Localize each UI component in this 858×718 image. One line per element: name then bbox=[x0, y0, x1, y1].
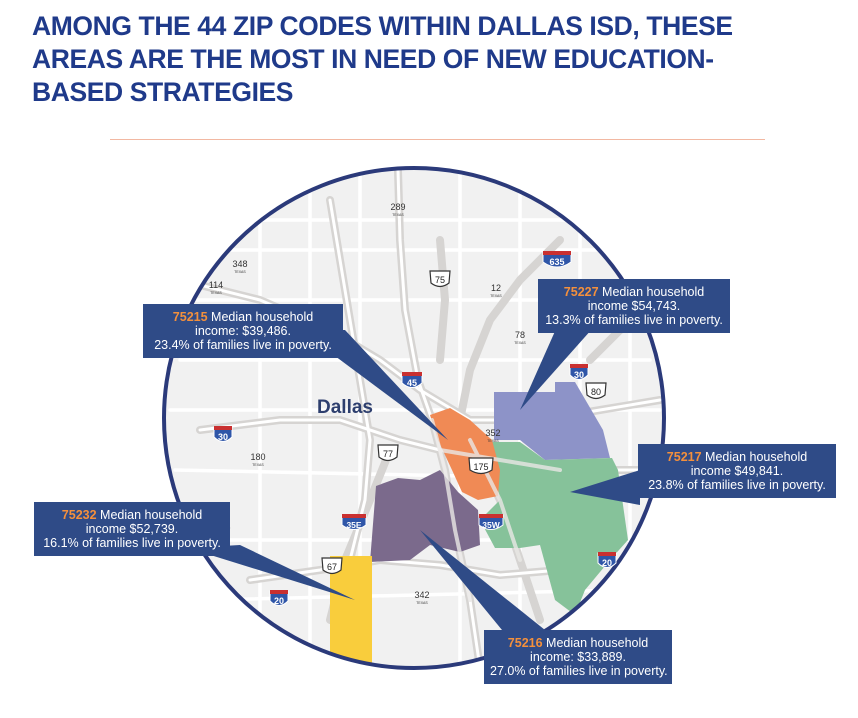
svg-text:175: 175 bbox=[473, 462, 488, 472]
callout-75217-line1: Median household bbox=[701, 450, 808, 464]
tx342-label: 342 bbox=[414, 590, 429, 600]
tx12-label: 12 bbox=[491, 283, 501, 293]
callout-75215: 75215 Median household income: $39,486. … bbox=[143, 304, 343, 358]
callout-75227: 75227 Median household income $54,743. 1… bbox=[538, 279, 730, 333]
map-ring bbox=[162, 166, 666, 670]
tx348-texas: TEXAS bbox=[234, 270, 246, 274]
zip-code-75227: 75227 bbox=[563, 285, 599, 299]
zip-code-75215: 75215 bbox=[172, 310, 208, 324]
tx352-texas: TEXAS bbox=[487, 439, 499, 443]
city-label: Dallas bbox=[317, 397, 373, 418]
tx114-texas: TEXAS bbox=[210, 291, 222, 295]
callout-75217: 75217 Median household income $49,841. 2… bbox=[638, 444, 836, 498]
svg-text:35W: 35W bbox=[482, 520, 500, 530]
zip-area-75216 bbox=[370, 470, 480, 562]
us67-shield: 67 bbox=[321, 557, 343, 575]
callout-75232-poverty: 16.1% of families live in poverty. bbox=[43, 536, 221, 550]
zip-area-75232 bbox=[330, 556, 372, 668]
i20-west-shield: 20 bbox=[269, 590, 289, 606]
callout-75232-income: income $52,739. bbox=[85, 522, 179, 536]
tx180-label: 180 bbox=[250, 452, 265, 462]
svg-text:30: 30 bbox=[218, 432, 228, 442]
road-network bbox=[168, 168, 664, 668]
callout-75217-income: income $49,841. bbox=[690, 464, 784, 478]
callout-75216-poverty: 27.0% of families live in poverty. bbox=[490, 664, 668, 678]
svg-text:20: 20 bbox=[602, 558, 612, 568]
callout-75227-poverty: 13.3% of families live in poverty. bbox=[545, 313, 723, 327]
tx78-label: 78 bbox=[515, 330, 525, 340]
callout-75232-line1: Median household bbox=[96, 508, 203, 522]
svg-text:635: 635 bbox=[549, 257, 564, 267]
callout-75215-poverty: 23.4% of families live in poverty. bbox=[154, 338, 332, 352]
callout-75215-line1: Median household bbox=[207, 310, 314, 324]
svg-text:45: 45 bbox=[407, 378, 417, 388]
us75-shield: 75 bbox=[429, 270, 451, 288]
tx114-label: 114 bbox=[209, 280, 223, 290]
i35e-shield: 35E bbox=[341, 514, 367, 530]
callout-75216-income: income: $33,889. bbox=[530, 650, 626, 664]
svg-text:20: 20 bbox=[274, 596, 284, 606]
i35w-shield: 35W bbox=[478, 514, 504, 530]
headline: AMONG THE 44 ZIP CODES WITHIN DALLAS ISD… bbox=[32, 10, 832, 109]
tx289-label: 289 bbox=[390, 202, 405, 212]
us80-shield: 80 bbox=[585, 382, 607, 400]
callout-75227-income: income $54,743. bbox=[587, 299, 681, 313]
tx12-texas: TEXAS bbox=[490, 294, 502, 298]
zip-area-75227 bbox=[494, 382, 610, 460]
svg-text:35E: 35E bbox=[346, 520, 361, 530]
tx342-texas: TEXAS bbox=[416, 601, 428, 605]
tx348-label: 348 bbox=[232, 259, 247, 269]
i635-shield: 635 bbox=[542, 251, 572, 268]
tx78-texas: TEXAS bbox=[514, 341, 526, 345]
i20-east-shield: 20 bbox=[597, 552, 617, 568]
i45-shield: 45 bbox=[401, 372, 423, 388]
zip-code-75217: 75217 bbox=[666, 450, 702, 464]
zip-code-75232: 75232 bbox=[61, 508, 97, 522]
us77-shield: 77 bbox=[377, 444, 399, 462]
pointer-75216 bbox=[420, 530, 545, 630]
pointer-75227 bbox=[520, 320, 600, 410]
svg-text:80: 80 bbox=[591, 387, 601, 397]
headline-line-3: BASED STRATEGIES bbox=[32, 77, 294, 107]
svg-text:30: 30 bbox=[574, 370, 584, 380]
headline-line-2: AREAS ARE THE MOST IN NEED OF NEW EDUCAT… bbox=[32, 44, 714, 74]
divider bbox=[110, 139, 765, 140]
tx352-label: 352 bbox=[485, 428, 500, 438]
us175-shield: 175 bbox=[468, 457, 494, 475]
callout-75227-line1: Median household bbox=[598, 285, 705, 299]
callout-75215-income: income: $39,486. bbox=[195, 324, 291, 338]
zip-code-75216: 75216 bbox=[507, 636, 543, 650]
tx180-texas: TEXAS bbox=[252, 463, 264, 467]
i30-west-shield: 30 bbox=[213, 426, 233, 442]
i30-east-shield: 30 bbox=[569, 364, 589, 380]
svg-text:77: 77 bbox=[383, 449, 393, 459]
callout-75217-poverty: 23.8% of families live in poverty. bbox=[648, 478, 826, 492]
callout-75216-line1: Median household bbox=[542, 636, 649, 650]
callout-75216: 75216 Median household income: $33,889. … bbox=[484, 630, 672, 684]
svg-text:75: 75 bbox=[435, 275, 445, 285]
headline-line-1: AMONG THE 44 ZIP CODES WITHIN DALLAS ISD… bbox=[32, 11, 733, 41]
zip-area-75217 bbox=[480, 442, 628, 615]
svg-text:67: 67 bbox=[327, 562, 337, 572]
pointer-75217 bbox=[570, 470, 640, 505]
pointer-75232 bbox=[188, 545, 355, 600]
callout-75232: 75232 Median household income $52,739. 1… bbox=[34, 502, 230, 556]
tx289-texas: TEXAS bbox=[392, 213, 404, 217]
